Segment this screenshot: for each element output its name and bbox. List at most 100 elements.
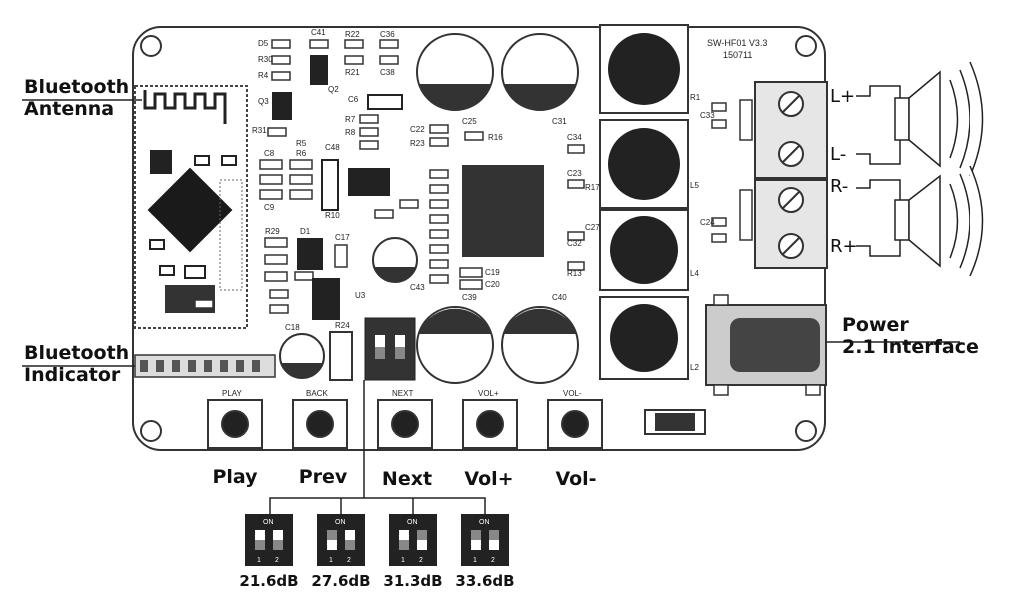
svg-text:C22: C22 [410, 125, 425, 134]
gain-label-2: 27.6dB [311, 572, 371, 590]
svg-text:ON: ON [335, 519, 346, 526]
svg-text:R10: R10 [325, 211, 340, 220]
svg-text:C48: C48 [325, 143, 340, 152]
svg-text:R13: R13 [567, 269, 582, 278]
electrolytic-capacitors [279, 33, 579, 384]
label-power-line1: Power [842, 314, 909, 336]
svg-text:R31: R31 [252, 126, 267, 135]
svg-text:C40: C40 [552, 293, 567, 302]
smd-components [194, 39, 753, 314]
label-power-line2: 2.1 interface [842, 336, 979, 358]
mounting-hole-bl [140, 420, 162, 442]
svg-text:C36: C36 [380, 30, 395, 39]
svg-text:R16: R16 [488, 133, 503, 142]
svg-text:C24: C24 [700, 218, 715, 227]
silk-play: PLAY [222, 389, 243, 398]
svg-text:R22: R22 [345, 30, 360, 39]
label-bluetooth-antenna-line2: Antenna [24, 98, 115, 120]
gain-label-1: 21.6dB [239, 572, 299, 590]
svg-text:C20: C20 [485, 280, 500, 289]
svg-text:1: 1 [329, 557, 333, 564]
svg-text:D1: D1 [300, 227, 311, 236]
svg-text:C25: C25 [462, 117, 477, 126]
power-jack [705, 294, 827, 396]
svg-text:R7: R7 [345, 115, 356, 124]
silk-volminus: VOL- [563, 389, 582, 398]
svg-text:C32: C32 [567, 239, 582, 248]
bluetooth-antenna-trace [143, 90, 227, 124]
mounting-hole-tl [140, 35, 162, 57]
svg-text:C34: C34 [567, 133, 582, 142]
svg-text:R30: R30 [258, 55, 273, 64]
label-play: Play [212, 466, 258, 488]
svg-text:C6: C6 [348, 95, 359, 104]
label-power: Power 2.1 interface [842, 314, 979, 358]
svg-text:C31: C31 [552, 117, 567, 126]
label-volminus: Vol- [555, 468, 597, 490]
inductors [599, 24, 689, 380]
svg-text:C41: C41 [311, 28, 326, 37]
dip-switch-icon-3 [389, 514, 437, 566]
svg-text:1: 1 [257, 557, 261, 564]
gain-label-3: 31.3dB [383, 572, 443, 590]
dip-switch-icon-2 [317, 514, 365, 566]
callout-leaders [22, 99, 960, 515]
label-bluetooth-indicator-line1: Bluetooth [24, 342, 130, 364]
svg-text:C33: C33 [700, 111, 715, 120]
svg-text:C27: C27 [585, 223, 600, 232]
svg-text:C43: C43 [410, 283, 425, 292]
svg-text:U3: U3 [355, 291, 366, 300]
svg-text:R8: R8 [345, 128, 356, 137]
board-dip-switch [364, 317, 416, 381]
speaker-terminals [754, 81, 828, 269]
terminal-r-minus: R- [830, 176, 848, 197]
speaker-icon-right [894, 165, 984, 277]
svg-text:R23: R23 [410, 139, 425, 148]
svg-text:D5: D5 [258, 39, 269, 48]
svg-text:2: 2 [419, 557, 423, 564]
label-next: Next [381, 468, 433, 490]
silk-next: NEXT [392, 389, 413, 398]
tactile-buttons [207, 399, 603, 449]
svg-text:C9: C9 [264, 203, 275, 212]
svg-text:C18: C18 [285, 323, 300, 332]
terminal-l-minus: L- [830, 144, 846, 165]
ic-chips [272, 55, 544, 320]
mounting-hole-br [795, 420, 817, 442]
svg-text:ON: ON [407, 519, 418, 526]
bluetooth-indicator-leds [134, 354, 276, 378]
svg-text:C23: C23 [567, 169, 582, 178]
board-model: SW-HF01 V3.3 [707, 38, 767, 48]
svg-text:C39: C39 [462, 293, 477, 302]
silk-volplus: VOL+ [478, 389, 499, 398]
svg-text:C38: C38 [380, 68, 395, 77]
svg-text:R24: R24 [335, 321, 350, 330]
board-date: 150711 [723, 50, 752, 60]
svg-text:ON: ON [263, 519, 274, 526]
dip-switch-icon-4 [461, 514, 509, 566]
svg-text:R5: R5 [296, 139, 307, 148]
svg-text:2: 2 [275, 557, 279, 564]
svg-text:R6: R6 [296, 149, 307, 158]
terminal-l-plus: L+ [830, 86, 855, 107]
svg-text:R21: R21 [345, 68, 360, 77]
terminal-r-plus: R+ [830, 236, 858, 257]
svg-text:Q2: Q2 [328, 85, 339, 94]
bluetooth-module [134, 85, 248, 329]
svg-text:R29: R29 [265, 227, 280, 236]
mounting-hole-tr [795, 35, 817, 57]
label-bluetooth-indicator: Bluetooth Indicator [24, 342, 129, 386]
svg-text:C19: C19 [485, 268, 500, 277]
dip-switch-icon-1 [245, 514, 293, 566]
svg-text:ON: ON [479, 519, 490, 526]
svg-text:L5: L5 [690, 181, 699, 190]
speaker-wiring [856, 85, 901, 257]
amplifier-ic [462, 165, 544, 257]
svg-text:Q3: Q3 [258, 97, 269, 106]
svg-text:1: 1 [401, 557, 405, 564]
svg-text:L4: L4 [690, 269, 699, 278]
speaker-icon-left [894, 61, 984, 177]
